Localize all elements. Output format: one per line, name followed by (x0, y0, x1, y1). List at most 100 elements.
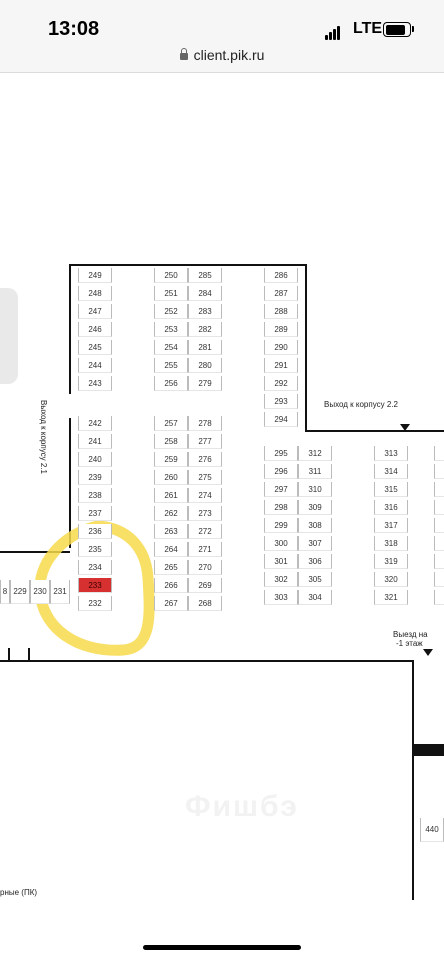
parking-space[interactable]: 257 (154, 416, 188, 431)
parking-space[interactable]: 247 (78, 304, 112, 319)
parking-space[interactable]: 250 (154, 268, 188, 283)
parking-space[interactable]: 280 (188, 358, 222, 373)
parking-space-partial[interactable] (434, 446, 444, 461)
parking-space[interactable]: 305 (298, 572, 332, 587)
parking-space[interactable]: 261 (154, 488, 188, 503)
parking-space[interactable]: 293 (264, 394, 298, 409)
parking-space[interactable]: 243 (78, 376, 112, 391)
parking-space[interactable]: 256 (154, 376, 188, 391)
parking-space[interactable]: 232 (78, 596, 112, 611)
parking-space[interactable]: 268 (188, 596, 222, 611)
floating-panel[interactable] (0, 288, 18, 384)
parking-space[interactable]: 238 (78, 488, 112, 503)
parking-space[interactable]: 303 (264, 590, 298, 605)
parking-space[interactable]: 316 (374, 500, 408, 515)
parking-space[interactable]: 253 (154, 322, 188, 337)
parking-space[interactable]: 440 (420, 818, 444, 842)
parking-space[interactable]: 302 (264, 572, 298, 587)
parking-space[interactable]: 264 (154, 542, 188, 557)
parking-space[interactable]: 244 (78, 358, 112, 373)
parking-space[interactable]: 320 (374, 572, 408, 587)
parking-space-partial[interactable] (434, 500, 444, 515)
parking-space[interactable]: 304 (298, 590, 332, 605)
parking-space[interactable]: 229 (10, 580, 30, 604)
parking-space[interactable]: 252 (154, 304, 188, 319)
parking-space[interactable]: 269 (188, 578, 222, 593)
parking-space[interactable]: 288 (264, 304, 298, 319)
parking-space[interactable]: 239 (78, 470, 112, 485)
parking-space[interactable]: 245 (78, 340, 112, 355)
parking-space[interactable]: 285 (188, 268, 222, 283)
parking-space[interactable]: 275 (188, 470, 222, 485)
parking-space[interactable]: 248 (78, 286, 112, 301)
parking-space[interactable]: 276 (188, 452, 222, 467)
parking-space[interactable]: 295 (264, 446, 298, 461)
parking-space[interactable]: 251 (154, 286, 188, 301)
parking-space[interactable]: 286 (264, 268, 298, 283)
parking-space[interactable]: 254 (154, 340, 188, 355)
parking-space[interactable]: 308 (298, 518, 332, 533)
parking-space[interactable]: 281 (188, 340, 222, 355)
parking-space[interactable]: 306 (298, 554, 332, 569)
parking-space[interactable]: 235 (78, 542, 112, 557)
parking-space[interactable]: 291 (264, 358, 298, 373)
parking-space[interactable]: 315 (374, 482, 408, 497)
parking-space[interactable]: 297 (264, 482, 298, 497)
parking-space-partial[interactable] (434, 554, 444, 569)
parking-space[interactable]: 249 (78, 268, 112, 283)
parking-space-partial[interactable] (434, 590, 444, 605)
parking-space-partial[interactable] (434, 482, 444, 497)
parking-space[interactable]: 290 (264, 340, 298, 355)
parking-space[interactable]: 231 (50, 580, 70, 604)
parking-space[interactable]: 266 (154, 578, 188, 593)
address-bar[interactable]: client.pik.ru (0, 47, 444, 63)
parking-space[interactable]: 241 (78, 434, 112, 449)
parking-space[interactable]: 234 (78, 560, 112, 575)
parking-space[interactable]: 236 (78, 524, 112, 539)
parking-space[interactable]: 255 (154, 358, 188, 373)
parking-space[interactable]: 312 (298, 446, 332, 461)
parking-space[interactable]: 296 (264, 464, 298, 479)
parking-space[interactable]: 298 (264, 500, 298, 515)
parking-space[interactable]: 301 (264, 554, 298, 569)
parking-space[interactable]: 265 (154, 560, 188, 575)
parking-space[interactable]: 321 (374, 590, 408, 605)
parking-space[interactable]: 317 (374, 518, 408, 533)
parking-space[interactable]: 307 (298, 536, 332, 551)
parking-space[interactable]: 292 (264, 376, 298, 391)
parking-space[interactable]: 271 (188, 542, 222, 557)
parking-space[interactable]: 259 (154, 452, 188, 467)
parking-space[interactable]: 314 (374, 464, 408, 479)
parking-space[interactable]: 270 (188, 560, 222, 575)
parking-space[interactable]: 287 (264, 286, 298, 301)
parking-map[interactable] (0, 72, 444, 960)
parking-space-partial[interactable] (434, 536, 444, 551)
parking-space[interactable]: 311 (298, 464, 332, 479)
parking-space[interactable]: 313 (374, 446, 408, 461)
parking-space[interactable]: 272 (188, 524, 222, 539)
parking-space[interactable]: 310 (298, 482, 332, 497)
parking-space[interactable]: 8 (0, 580, 10, 604)
parking-space[interactable]: 284 (188, 286, 222, 301)
parking-space[interactable]: 230 (30, 580, 50, 604)
parking-space[interactable]: 240 (78, 452, 112, 467)
parking-space[interactable]: 289 (264, 322, 298, 337)
parking-space[interactable]: 262 (154, 506, 188, 521)
parking-space[interactable]: 300 (264, 536, 298, 551)
parking-space[interactable]: 282 (188, 322, 222, 337)
parking-space[interactable]: 277 (188, 434, 222, 449)
parking-space-partial[interactable] (434, 572, 444, 587)
parking-space[interactable]: 237 (78, 506, 112, 521)
parking-space[interactable]: 318 (374, 536, 408, 551)
parking-space[interactable]: 309 (298, 500, 332, 515)
parking-space[interactable]: 319 (374, 554, 408, 569)
parking-space[interactable]: 267 (154, 596, 188, 611)
parking-space-partial[interactable] (434, 464, 444, 479)
parking-space[interactable]: 278 (188, 416, 222, 431)
parking-space[interactable]: 233 (78, 578, 112, 593)
parking-space[interactable]: 260 (154, 470, 188, 485)
parking-space[interactable]: 258 (154, 434, 188, 449)
parking-space[interactable]: 242 (78, 416, 112, 431)
parking-space[interactable]: 283 (188, 304, 222, 319)
parking-space[interactable]: 246 (78, 322, 112, 337)
